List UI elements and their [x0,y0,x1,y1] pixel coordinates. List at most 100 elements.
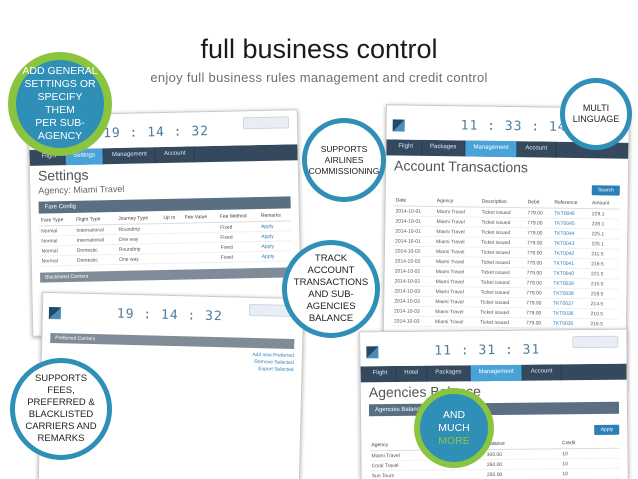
callout-line: TRANSACTIONS [293,277,369,288]
callout-line: PER SUB- [35,117,85,129]
table-cell: Miami Travel [433,286,479,298]
table-cell[interactable]: Apply [259,230,292,242]
table-cell: 225.1 [589,238,620,250]
table-cell: 218.5 [588,288,619,300]
table-cell[interactable]: Apply [259,250,292,262]
balance-screenshot: 11 : 31 : 31 Flight Hotel Packages Manag… [359,328,629,479]
table-cell: 216.5 [589,258,619,270]
table-cell[interactable]: TKT0035 [550,318,589,329]
col-header: Remarks [258,210,291,222]
table-cell[interactable]: TKT0039 [551,278,590,289]
nav-hotel[interactable]: Hotel [396,365,428,383]
nav-flight[interactable]: Flight [364,366,397,383]
callout-line: AIRLINES [324,154,364,165]
nav-management[interactable]: Management [103,147,157,165]
col-header: Up to [161,212,183,224]
callout-line: REMARKS [37,433,85,444]
callout-line: MORE [438,434,470,447]
col-header: Fee Value [182,211,219,224]
nav-account[interactable]: Account [522,364,562,381]
callout-line: AGENCY [37,130,83,142]
table-cell: 779.00 [524,267,552,279]
table-cell: 221.5 [589,268,619,280]
table-cell: Miami Travel [433,296,479,308]
table-cell: Ticket issued [479,227,526,238]
apply-button[interactable]: Apply [594,424,620,435]
nav-packages[interactable]: Packages [421,139,466,157]
table-cell: 2014-10-01 [393,205,435,217]
callout-line: BALANCE [308,313,354,324]
table-cell: 2014-10-02 [392,255,434,267]
callout-line: MULTI [582,103,610,113]
callout-line: MUCH [438,421,470,434]
col-header: Date [393,195,435,207]
table-cell: Ticket issued [478,257,525,268]
callout-line: CARRIERS AND [25,421,97,432]
col-header: Reference [552,197,591,209]
callout-line: BLACKLISTED [28,409,94,420]
table-cell[interactable]: TKT0041 [551,258,590,269]
col-header: Fare Type [38,214,75,227]
nav-flight[interactable]: Flight [390,139,423,156]
table-cell: 2014-10-02 [392,265,434,277]
nav-management[interactable]: Management [465,140,518,158]
table-cell[interactable]: TKT0043 [551,238,590,249]
callout-track: TRACK ACCOUNT TRANSACTIONS AND SUB- AGEN… [282,240,380,338]
callout-line: LINGUAGE [572,114,620,124]
table-cell: Ticket issued [478,267,525,278]
table-cell: Ticket issued [479,237,526,248]
callout-line: AGENCIES [306,301,356,312]
table-cell[interactable]: TKT0045 [552,218,590,229]
table-cell: 2014-10-03 [392,295,434,307]
table-cell: One way [116,253,163,265]
callout-line: SETTINGS OR [24,78,96,90]
table-cell: 779.00 [524,277,552,289]
table-cell: 229.1 [589,208,620,220]
nav-management[interactable]: Management [470,364,523,382]
table-cell: Miami Travel [434,226,480,238]
table-cell[interactable]: Apply [258,220,292,232]
transactions-table: Date Agency Description Debit Reference … [391,195,620,330]
logo-icon [48,306,62,320]
callout-multilanguage: MULTI LINGUAGE [560,78,632,150]
user-menu[interactable] [242,116,290,130]
table-cell: 216.5 [588,318,619,330]
table-cell[interactable]: TKT0036 [550,308,589,319]
top-bar: 11 : 31 : 31 [360,329,627,367]
table-cell[interactable]: TKT0040 [551,268,590,279]
logo-icon [392,119,405,132]
table-cell: Sun Tours [369,469,486,479]
page-subtitle: enjoy full business rules management and… [150,70,488,85]
nav-account[interactable]: Account [155,146,195,164]
table-cell: Miami Travel [433,256,479,268]
nav-account[interactable]: Account [517,141,557,158]
callout-line: AND SUB- [308,289,354,300]
table-cell: 2014-10-03 [391,315,434,327]
callout-line: COMMISSIONING [308,165,380,176]
user-menu[interactable] [572,335,619,349]
callout-line: PREFERRED & [27,397,95,408]
table-cell: 250.00 [484,468,561,479]
table-cell [161,233,184,244]
balance-heading: Agencies Balance [368,383,481,401]
callout-line: SUPPORTS [320,143,368,154]
table-cell: 2014-10-03 [392,285,434,297]
table-cell: 215.5 [588,278,619,290]
table-cell[interactable]: TKT0042 [551,248,590,259]
table-cell: Ticket issued [479,217,526,228]
nav-packages[interactable]: Packages [427,365,471,382]
table-cell [183,252,219,264]
table-cell[interactable]: TKT0037 [550,298,589,309]
table-cell: 2014-10-02 [392,275,434,287]
table-cell: Miami Travel [434,216,480,228]
table-cell[interactable]: Apply [259,240,292,252]
col-header: Balance [484,438,561,450]
table-cell[interactable]: TKT0044 [551,228,590,239]
table-cell: 779.00 [525,207,553,219]
search-button[interactable]: Search [591,185,620,196]
table-cell: 2014-10-01 [393,235,435,247]
table-cell[interactable]: TKT0046 [552,208,590,219]
table-cell[interactable]: TKT0038 [551,288,589,299]
